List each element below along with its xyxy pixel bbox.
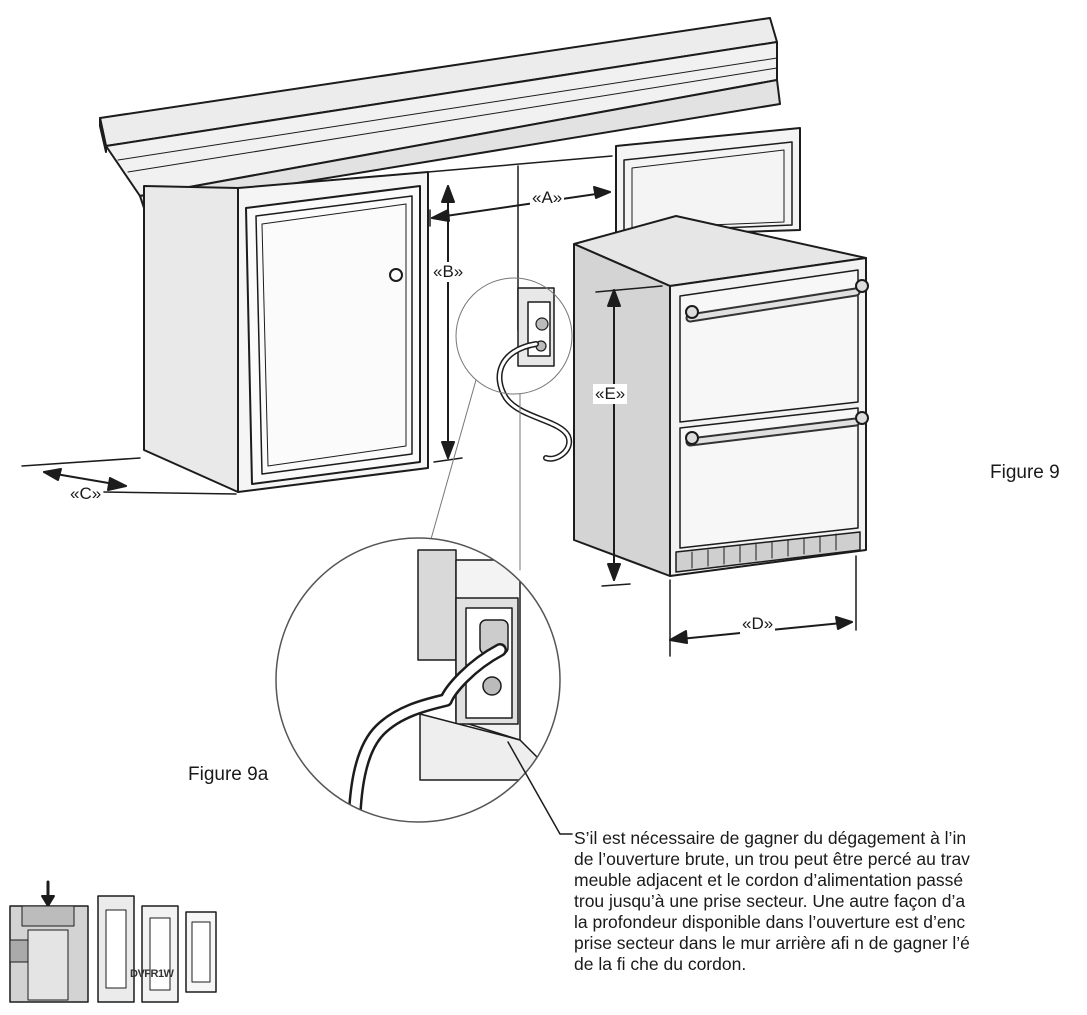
- note-leader-line: [507, 741, 573, 835]
- note-line: trou jusqu’à une prise secteur. Une autr…: [574, 891, 966, 911]
- dimension-lines: [21, 185, 857, 657]
- dimension-label-e: «E»: [593, 384, 628, 404]
- small-detail-circle: [455, 277, 573, 395]
- refrigerator-drawers: [573, 215, 869, 577]
- dimension-label-d: «D»: [740, 614, 776, 634]
- note-line: de l’ouverture brute, un trou peut être …: [574, 849, 970, 869]
- recessed-outlet-box-icon: [9, 880, 217, 1003]
- note-line: meuble adjacent et le cordon d’alimentat…: [574, 870, 964, 890]
- drawer-handle-top: [685, 279, 869, 323]
- countertop: [99, 17, 781, 209]
- outlet-detail: [275, 537, 561, 823]
- cabinet-knob: [389, 268, 403, 282]
- dimension-label-a: «A»: [530, 188, 565, 208]
- toe-kick-grille: [675, 531, 861, 573]
- right-cabinet: [615, 127, 801, 237]
- note-line: S’il est nécessaire de gagner du dégagem…: [574, 828, 967, 848]
- note-line: prise secteur dans le mur arrière afi n …: [574, 933, 970, 953]
- figure-caption-detail: Figure 9a: [188, 764, 269, 785]
- detail-callout: [419, 277, 573, 579]
- note-line: de la fi che du cordon.: [574, 954, 747, 974]
- installation-note: S’il est nécessaire de gagner du dégagem…: [574, 828, 1086, 975]
- detail-circle: [275, 537, 561, 823]
- drawer-handle-bottom: [685, 411, 869, 447]
- product-model-label: DVFR1W: [130, 968, 174, 980]
- note-line: la profondeur disponible dans l’ouvertur…: [574, 912, 966, 932]
- figure-caption-main: Figure 9: [990, 462, 1060, 483]
- dimension-label-b: «B»: [431, 262, 466, 282]
- dimension-label-c: «C»: [68, 484, 104, 504]
- left-cabinet: [143, 171, 429, 493]
